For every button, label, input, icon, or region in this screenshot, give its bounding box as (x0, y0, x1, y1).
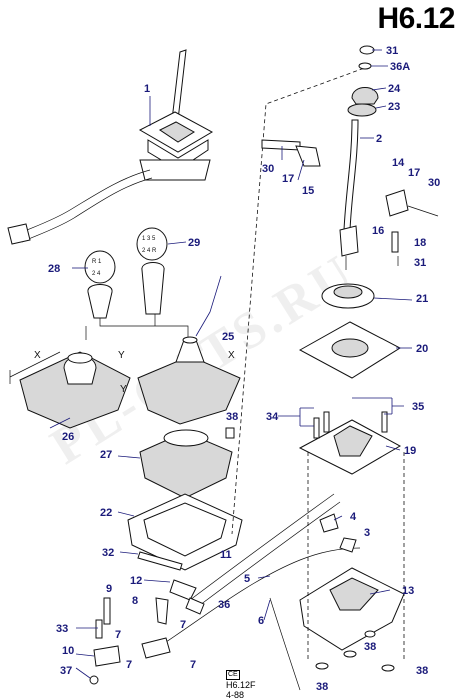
part-gear-knob-29: 1 3 5 2 4 R (136, 227, 168, 315)
part-top-stack (347, 45, 379, 117)
callout-37: 37 (60, 665, 72, 677)
part-block-14 (385, 189, 409, 217)
callout-8: 8 (132, 595, 138, 607)
callout-11: 11 (220, 549, 232, 561)
callout-38a: 38 (226, 411, 238, 423)
callout-38b: 38 (364, 641, 376, 653)
callout-38d: 38 (416, 665, 428, 677)
callout-22: 22 (100, 507, 112, 519)
part-bolt-33 (95, 619, 103, 639)
callout-4: 4 (350, 511, 357, 523)
callout-9: 9 (106, 583, 112, 595)
callout-24: 24 (388, 83, 401, 95)
callout-7c: 7 (126, 659, 132, 671)
callout-16: 16 (372, 225, 384, 237)
dim-y-right: Y (120, 384, 127, 395)
callout-13: 13 (402, 585, 414, 597)
part-pin-9 (103, 597, 111, 625)
dash-guide-left (231, 65, 371, 535)
part-clamp-36 (185, 597, 205, 615)
part-clip-4 (319, 513, 339, 533)
callout-38c: 38 (316, 681, 328, 693)
part-rod-upper (189, 493, 335, 601)
callout-7d: 7 (190, 659, 196, 671)
callout-1: 1 (144, 83, 150, 95)
callout-7b: 7 (115, 629, 121, 641)
part-coupling-12 (169, 579, 197, 601)
gear-pattern-28-bottom: 2 4 (92, 271, 101, 277)
part-gaiter-25 (137, 336, 241, 425)
part-disc-21 (321, 283, 375, 309)
callout-30a: 30 (262, 163, 274, 175)
callout-29: 29 (188, 237, 200, 249)
callout-6: 6 (258, 615, 264, 627)
callout-17a: 17 (282, 173, 294, 185)
callout-18: 18 (414, 237, 426, 249)
part-gear-lever-assembly (7, 49, 214, 245)
drawing-reference: CE H6.12F 4-88 (226, 668, 256, 700)
dim-x-left: X (34, 350, 41, 361)
dimension-markers: X Y Y X (9, 350, 235, 395)
gear-pattern-29-bottom: 2 4 R (142, 248, 157, 254)
part-bracket-10 (93, 645, 121, 667)
part-housing-20 (298, 321, 402, 379)
gear-pattern-28-top: R 1 (92, 259, 102, 265)
callout-20: 20 (416, 343, 428, 355)
part-nut-38-upper (225, 427, 235, 439)
page-title: H6.12 (377, 2, 455, 35)
part-inner-boot-27 (139, 429, 233, 499)
callout-32: 32 (102, 547, 114, 559)
part-washer-37 (89, 675, 99, 685)
callout-5: 5 (244, 573, 250, 585)
part-pin-18 (391, 231, 399, 253)
reference-code: H6.12F (226, 680, 256, 690)
part-pin-8 (155, 597, 169, 625)
callout-25: 25 (222, 331, 234, 343)
dim-x-right: X (228, 350, 235, 361)
callout-14: 14 (392, 157, 405, 169)
callout-36: 36 (218, 599, 230, 611)
callout-30b: 30 (428, 177, 440, 189)
callouts: 1 2 4 5 6 7 7 7 7 8 9 10 11 12 13 14 15 … (48, 45, 440, 693)
part-bracket-15 (295, 145, 321, 167)
callout-15: 15 (302, 185, 314, 197)
callout-31a: 31 (386, 45, 398, 57)
callout-19: 19 (404, 445, 416, 457)
part-nuts-38-lower (315, 630, 395, 672)
callout-17b: 17 (408, 167, 420, 179)
gear-pattern-29-top: 1 3 5 (142, 236, 156, 242)
callout-26: 26 (62, 431, 74, 443)
callout-27: 27 (100, 449, 112, 461)
callout-35: 35 (412, 401, 424, 413)
callout-31b: 31 (414, 257, 426, 269)
part-housing-13 (299, 567, 405, 651)
part-gaiter-26 (19, 351, 131, 429)
part-housing-19 (298, 411, 402, 475)
callout-36a: 36A (390, 61, 410, 73)
callout-23: 23 (388, 101, 400, 113)
callout-10: 10 (62, 645, 74, 657)
callout-34: 34 (266, 411, 279, 423)
callout-7a: 7 (180, 619, 186, 631)
part-lever-2 (343, 119, 359, 231)
reference-date: 4-88 (226, 690, 245, 700)
leader-lines (49, 49, 413, 679)
part-cable-6 (269, 597, 301, 691)
dim-y-left: Y (118, 350, 125, 361)
callout-3: 3 (364, 527, 370, 539)
callout-28: 28 (48, 263, 60, 275)
callout-21: 21 (416, 293, 428, 305)
part-retainer-frame-22 (127, 493, 243, 571)
reference-tag: CE (226, 670, 240, 680)
part-gear-knob-28: R 1 2 4 (84, 250, 116, 319)
part-rod-lower (159, 547, 361, 647)
callout-33: 33 (56, 623, 68, 635)
callout-12: 12 (130, 575, 142, 587)
part-bolt-32 (137, 551, 183, 571)
callout-2: 2 (376, 133, 382, 145)
part-bolt-30 (261, 139, 301, 151)
